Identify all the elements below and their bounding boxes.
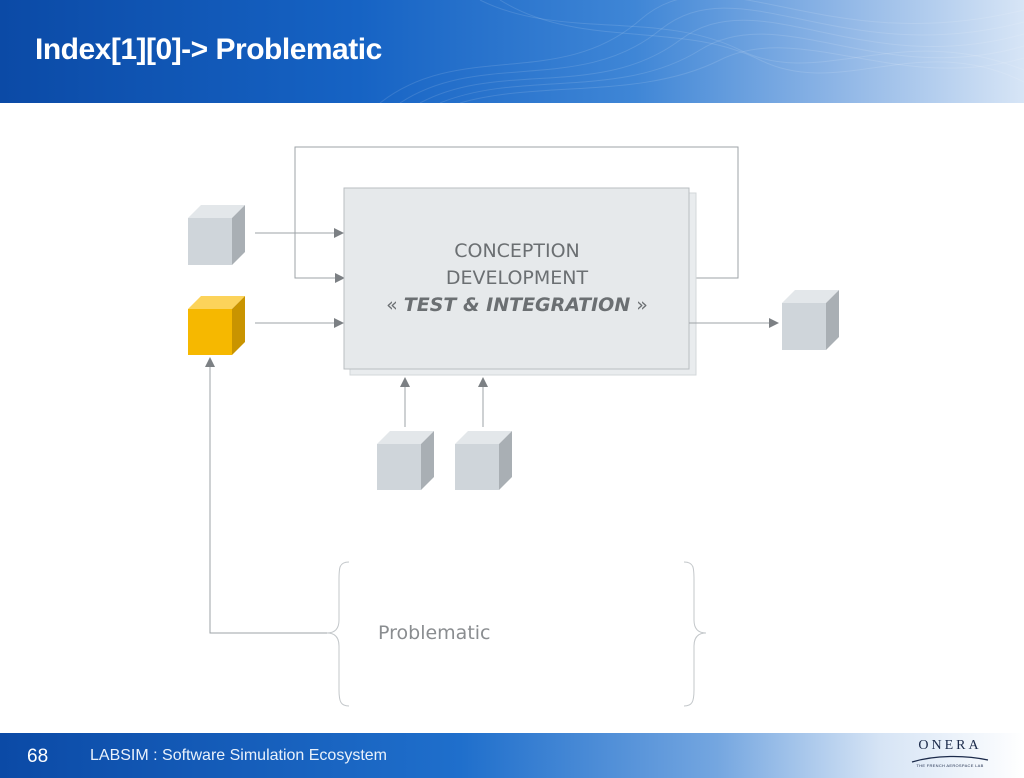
box-line-conception: CONCEPTION <box>454 240 580 262</box>
gray-cube-icon <box>782 290 839 350</box>
right-brace-icon <box>683 561 707 707</box>
problematic-label: Problematic <box>378 622 491 644</box>
slide-title: Index[1][0]-> Problematic <box>35 33 382 66</box>
problematic-feedback-line <box>205 357 327 634</box>
onera-logo-word: ONERA <box>918 738 982 753</box>
main-process-box <box>343 187 690 370</box>
gray-cube-icon <box>377 431 434 490</box>
header-wave-pattern <box>379 0 1024 103</box>
gray-cube-icon <box>188 205 245 265</box>
guillemet-open: « <box>386 294 404 316</box>
gray-cube-icon <box>455 431 512 490</box>
box-line-development: DEVELOPMENT <box>445 267 589 289</box>
yellow-cube-icon <box>188 296 245 355</box>
onera-logo: ONERA THE FRENCH AEROSPACE LAB <box>910 736 990 776</box>
slide-header: Index[1][0]-> Problematic <box>0 0 1024 103</box>
footer-text: LABSIM : Software Simulation Ecosystem <box>90 747 387 764</box>
box-line-test-integration: « TEST & INTEGRATION » <box>346 292 688 319</box>
feedback-loop-line <box>294 146 739 283</box>
onera-swoosh-icon <box>911 755 989 763</box>
slide-footer: 68 LABSIM : Software Simulation Ecosyste… <box>0 733 1024 778</box>
guillemet-close: » <box>630 294 648 316</box>
page-number: 68 <box>27 746 49 767</box>
test-integration-text: TEST & INTEGRATION <box>403 294 631 316</box>
main-box-text: CONCEPTION DEVELOPMENT « TEST & INTEGRAT… <box>346 238 688 319</box>
left-brace-icon <box>326 561 350 707</box>
onera-logo-tagline: THE FRENCH AEROSPACE LAB <box>916 763 984 768</box>
